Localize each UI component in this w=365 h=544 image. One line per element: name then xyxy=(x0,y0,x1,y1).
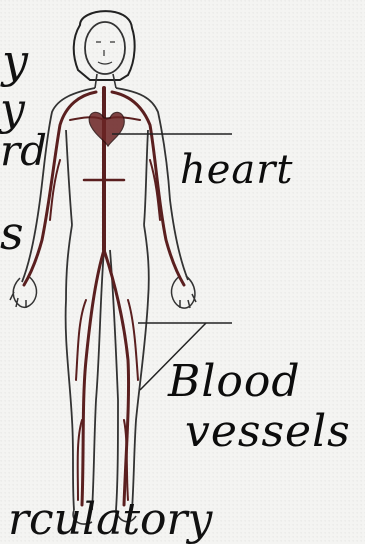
right-hand xyxy=(171,276,196,308)
label-heart: heart xyxy=(180,150,293,190)
vessel-network xyxy=(24,88,184,505)
label-blood: Blood xyxy=(168,360,301,404)
head-outline xyxy=(85,22,125,74)
heart-organ xyxy=(89,112,124,146)
margin-fragment-3: rd xyxy=(0,130,47,172)
margin-fragment-1: y xyxy=(2,38,28,84)
bottom-fragment: rculatory xyxy=(8,498,212,542)
margin-fragment-4: s xyxy=(0,210,24,256)
face-features xyxy=(96,42,115,64)
label-vessels: vessels xyxy=(185,410,351,454)
